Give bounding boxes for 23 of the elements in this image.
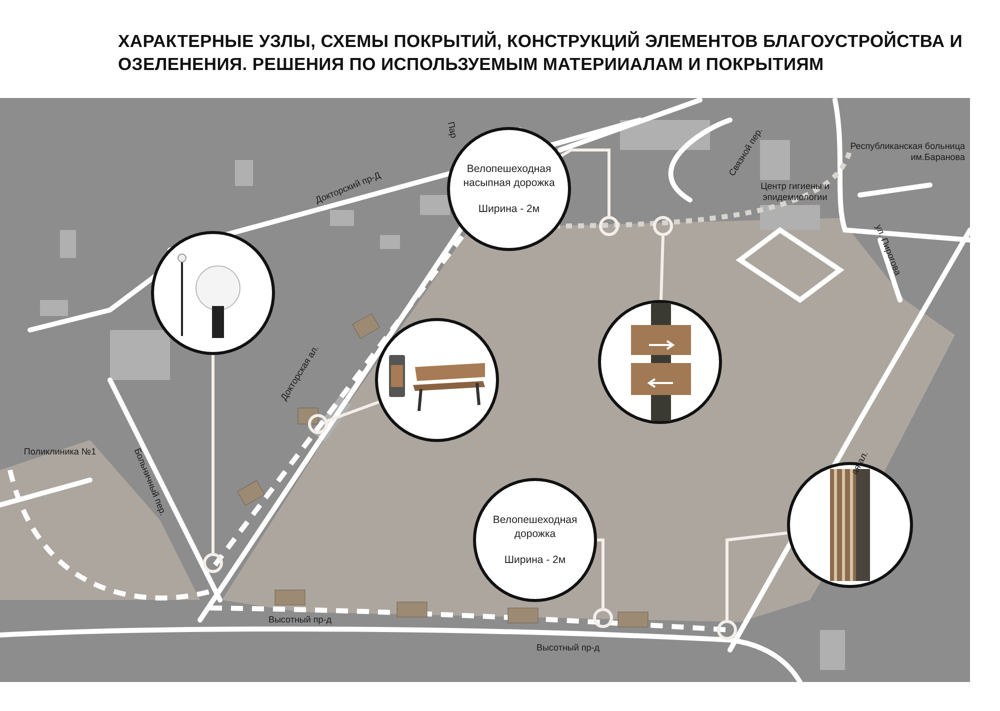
location-ring <box>717 620 737 640</box>
street-name: ая ал. <box>849 449 871 477</box>
street-name: Высотный пр-д <box>268 614 332 626</box>
street-name: Пар <box>444 120 460 140</box>
location-ring <box>593 608 613 628</box>
location-ring <box>203 553 223 573</box>
location-ring <box>653 216 673 236</box>
callout-heading: Велопешеходная насыпная дорожка <box>462 162 556 190</box>
location-ring <box>599 216 619 236</box>
leader-line <box>560 148 610 216</box>
location-ring <box>308 414 328 434</box>
leader-line <box>597 538 604 608</box>
building-name: Республиканская больница им.Баранова <box>849 141 965 163</box>
callout-heading: Велопешеходная дорожка <box>492 513 578 541</box>
width-note: Ширина - 2м <box>503 553 567 567</box>
title: ХАРАКТЕРНЫЕ УЗЛЫ, СХЕМЫ ПОКРЫТИЙ, КОНСТРУКЦИЙ ЭЛЕМЕНТОВ БЛАГОУСТРОЙСТВА И ОЗЕЛЕНЕНИЯ. РЕШЕНИЯ ПО ИСПОЛЬЗУЕМЫМ МАТЕРИИАЛАМ И ПОКРЫТИЯМ <box>118 30 964 76</box>
leader-line <box>326 400 380 422</box>
width-note: Ширина - 2м <box>477 202 541 216</box>
leader-line <box>660 236 664 300</box>
street-name: Высотный пр-д <box>536 642 600 654</box>
leader-line <box>726 532 788 620</box>
leader-line <box>212 355 214 553</box>
building-name: Поликлиника №1 <box>24 446 96 458</box>
